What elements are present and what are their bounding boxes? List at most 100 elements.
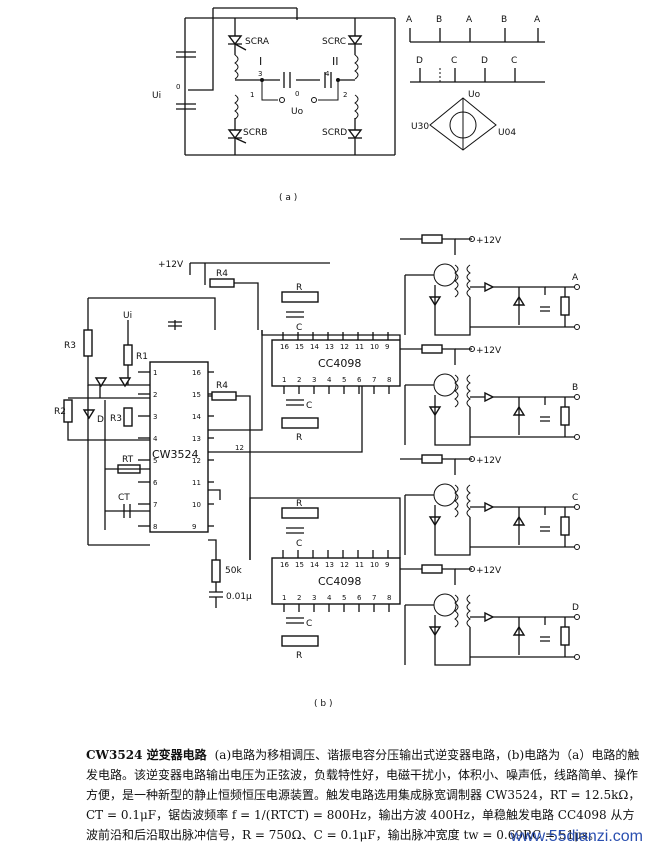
- output-diode: [484, 391, 495, 403]
- scr-d-symbol: [347, 129, 363, 140]
- pulse-d2-label: D: [481, 56, 488, 66]
- cw3524-pin-7: 7: [153, 501, 157, 509]
- cw3524-pin-10: 10: [192, 501, 201, 509]
- ui-label: Ui: [152, 91, 161, 101]
- base-resistor: [421, 234, 443, 244]
- cd2-pins-pin-5: 5: [342, 594, 346, 602]
- cw3524-chip: [149, 361, 209, 533]
- diode-left-2: [118, 377, 132, 388]
- cd1-pins-pin-11: 11: [355, 343, 364, 351]
- input-capacitor-top: [176, 51, 196, 58]
- phasor-u30-label: U30: [411, 122, 429, 132]
- cd1-pins-pin-2: 2: [297, 376, 301, 384]
- c001-label: 0.01μ: [226, 592, 252, 602]
- r-timing-2-top-label: R: [296, 499, 302, 509]
- r-timing-2-top: [281, 507, 319, 519]
- cd2-pins-pin-10: 10: [370, 561, 379, 569]
- r1-label: R1: [136, 352, 148, 362]
- load-resistor: [560, 296, 570, 316]
- pulse-a1-label: A: [406, 15, 413, 25]
- figure-a-caption: ( a ): [279, 193, 297, 203]
- cc4098-chip-2: [271, 557, 401, 605]
- node2-label: 2: [343, 91, 347, 99]
- cd1-pins-pin-15: 15: [295, 343, 304, 351]
- cd2-pins-pin-12: 12: [340, 561, 349, 569]
- node4-label: 4: [325, 70, 330, 78]
- transistor-symbol: [433, 373, 457, 397]
- diode-left-1: [94, 377, 108, 388]
- transistor-symbol: [433, 263, 457, 287]
- output-terminal-label: D: [572, 603, 579, 613]
- cd1-pins-pin-10: 10: [370, 343, 379, 351]
- r4-mid-label: R4: [216, 381, 228, 391]
- cd2-pins-pin-6: 6: [357, 594, 362, 602]
- r4-top-label: R4: [216, 269, 228, 279]
- pulse-d1-label: D: [416, 56, 423, 66]
- cd2-pins-pin-8: 8: [387, 594, 391, 602]
- r-timing-1-top: [281, 291, 319, 303]
- cd1-pins-pin-3: 3: [312, 376, 316, 384]
- load-resistor: [560, 406, 570, 426]
- output-terminal-label: B: [572, 383, 578, 393]
- cd2-pins-pin-16: 16: [280, 561, 289, 569]
- figure-description-text: (a)电路为移相调压、谐振电容分压输出式逆变器电路，(b)电路为（a）电路的触发…: [86, 748, 641, 842]
- r-timing-2-bottom-label: R: [296, 651, 302, 661]
- phasor-uo-label: Uo: [468, 90, 481, 100]
- cw3524-pin-14: 14: [192, 413, 201, 421]
- cd2-pins-pin-4: 4: [327, 594, 332, 602]
- cw3524-pin-2: 2: [153, 391, 157, 399]
- cd2-pins-pin-11: 11: [355, 561, 364, 569]
- cd1-pins-pin-7: 7: [372, 376, 376, 384]
- cw3524-pin-3: 3: [153, 413, 157, 421]
- roman-one-label: I: [259, 55, 262, 68]
- load-resistor: [560, 516, 570, 536]
- cd1-pins-pin-1: 1: [282, 376, 286, 384]
- cw3524-pin-5: 5: [153, 457, 157, 465]
- scr-b-label: SCRB: [243, 128, 267, 138]
- r-timing-1-top-label: R: [296, 283, 302, 293]
- trigger-circuit: +12V R4 R3 Ui R1 R2 D R3 RT CT: [54, 234, 580, 709]
- pulse-transformer: [454, 594, 459, 628]
- output-terminal-label: A: [572, 273, 579, 283]
- cd2-pins-pin-13: 13: [325, 561, 334, 569]
- cw3524-pin-15: 15: [192, 391, 201, 399]
- pulse-a2-label: A: [466, 15, 473, 25]
- node1-label: 1: [250, 91, 254, 99]
- ui-supply-label: Ui: [123, 311, 132, 321]
- diode-d-label: D: [97, 415, 104, 425]
- cw3524-pin-9: 9: [192, 523, 196, 531]
- scr-a-symbol: [227, 35, 243, 46]
- diode-d: [82, 409, 96, 420]
- scr-c-symbol: [347, 35, 363, 46]
- output-diode: [484, 611, 495, 623]
- base-resistor: [421, 344, 443, 354]
- cd1-pins-pin-12: 12: [340, 343, 349, 351]
- roman-two-label: II: [332, 55, 339, 68]
- cd2-pins-pin-9: 9: [385, 561, 389, 569]
- pin12-label: 12: [235, 444, 244, 452]
- cd2-pins-pin-7: 7: [372, 594, 376, 602]
- supply-out-label: +12V: [476, 346, 502, 356]
- figure-description: CW3524 逆变器电路(a)电路为移相调压、谐振电容分压输出式逆变器电路，(b…: [86, 745, 646, 845]
- inductor-left: [234, 54, 239, 120]
- scr-a-label: SCRA: [245, 37, 270, 47]
- supply-out-label: +12V: [476, 456, 502, 466]
- cd1-pins-pin-9: 9: [385, 343, 389, 351]
- r1-resistor: [123, 344, 133, 366]
- r50k-label: 50k: [225, 566, 242, 576]
- pulse-a3-label: A: [534, 15, 541, 25]
- cd2-pins-pin-3: 3: [312, 594, 316, 602]
- pulse-c1-label: C: [451, 56, 457, 66]
- phasor-diagram: Uo U30 U04: [411, 90, 516, 151]
- r-timing-2-bottom: [281, 635, 319, 647]
- cw3524-pin-11: 11: [192, 479, 201, 487]
- r-timing-1-bottom-label: R: [296, 433, 302, 443]
- cd1-pins-pin-6: 6: [357, 376, 362, 384]
- cw3524-pin-12: 12: [192, 457, 201, 465]
- scr-c-label: SCRC: [322, 37, 346, 47]
- r3-resistor: [123, 407, 133, 427]
- ct-label: CT: [118, 493, 130, 503]
